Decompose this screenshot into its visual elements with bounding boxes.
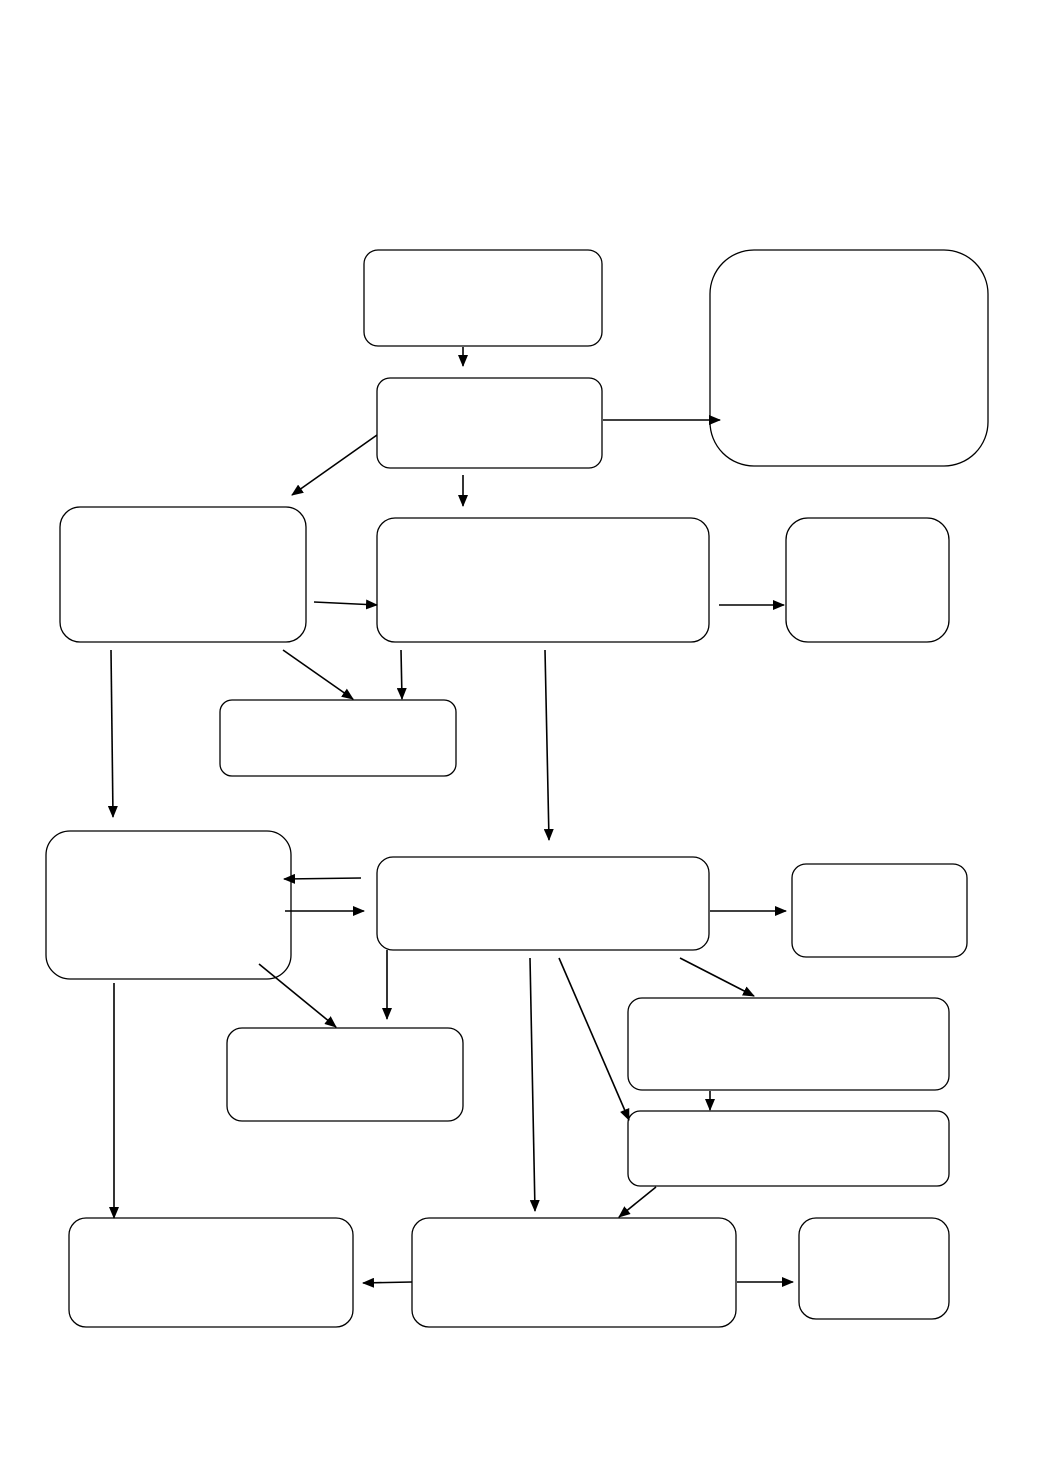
arrow-box-9-to-box-12 xyxy=(679,957,755,997)
arrow-box-9-to-box-15 xyxy=(529,957,540,1212)
arrow-box-5-to-box-9 xyxy=(543,649,554,841)
box-11 xyxy=(226,1027,464,1122)
box-16 xyxy=(798,1217,950,1320)
arrow-box-5-to-box-7 xyxy=(396,649,407,700)
arrow-box-4-to-box-5 xyxy=(313,599,378,610)
box-4 xyxy=(59,506,307,643)
arrow-box-2-to-box-4 xyxy=(291,434,378,496)
box-7 xyxy=(219,699,457,777)
box-12 xyxy=(627,997,950,1091)
box-14 xyxy=(68,1217,354,1328)
box-2 xyxy=(376,377,603,469)
box-8 xyxy=(45,830,292,980)
box-1 xyxy=(363,249,603,347)
box-6 xyxy=(785,517,950,643)
arrow-box-4-to-box-8 xyxy=(107,649,118,818)
arrow-box-13-to-box-15 xyxy=(618,1186,657,1218)
arrow-box-8-to-box-11 xyxy=(258,963,337,1028)
box-15 xyxy=(411,1217,737,1328)
box-9 xyxy=(376,856,710,951)
box-10 xyxy=(791,863,968,958)
arrow-box-9-to-box-8 xyxy=(283,873,362,884)
box-13 xyxy=(627,1110,950,1187)
box-3 xyxy=(709,249,989,467)
arrow-box-15-to-box-14 xyxy=(362,1277,413,1288)
box-5 xyxy=(376,517,710,643)
arrow-box-4-to-box-7 xyxy=(282,649,354,700)
arrow-box-9-to-box-13 xyxy=(558,957,630,1121)
